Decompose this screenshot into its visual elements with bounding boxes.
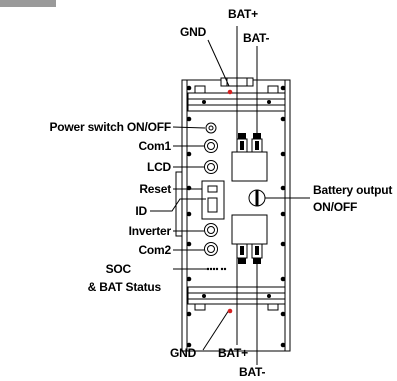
display-module — [201, 180, 225, 220]
label-bat-status: & BAT Status — [87, 280, 162, 294]
label-battery-output: Battery output — [313, 183, 393, 197]
label-bat-minus-top: BAT- — [243, 31, 270, 45]
label-soc: SOC — [105, 262, 132, 276]
mounting-screws — [186, 85, 286, 348]
label-battery-output-onoff: ON/OFF — [313, 200, 358, 214]
label-inverter: Inverter — [128, 224, 172, 238]
lower-connector-block — [231, 214, 268, 259]
label-reset: Reset — [139, 182, 171, 196]
gnd-screw-top-icon — [227, 89, 233, 95]
com1-port-icon — [204, 139, 218, 153]
label-bat-plus-top: BAT+ — [228, 7, 258, 21]
label-com1: Com1 — [138, 139, 171, 153]
lcd-port-icon — [204, 160, 218, 174]
label-gnd-bottom: GND — [170, 346, 197, 360]
soc-led-indicators — [206, 267, 227, 271]
upper-connector-block — [231, 138, 268, 182]
gnd-screw-bottom-icon — [227, 308, 233, 314]
power-switch-icon — [205, 122, 217, 134]
corner-bar — [0, 0, 56, 7]
label-id: ID — [135, 204, 147, 218]
label-lcd: LCD — [146, 160, 171, 174]
label-bat-minus-bottom: BAT- — [239, 365, 266, 379]
com2-port-icon — [204, 242, 218, 256]
label-power-switch: Power switch ON/OFF — [49, 120, 171, 134]
label-gnd-top: GND — [180, 25, 207, 39]
label-com2: Com2 — [138, 243, 171, 257]
side-handle — [175, 171, 182, 237]
label-bat-plus-bottom: BAT+ — [218, 346, 248, 360]
inverter-port-icon — [204, 223, 218, 237]
